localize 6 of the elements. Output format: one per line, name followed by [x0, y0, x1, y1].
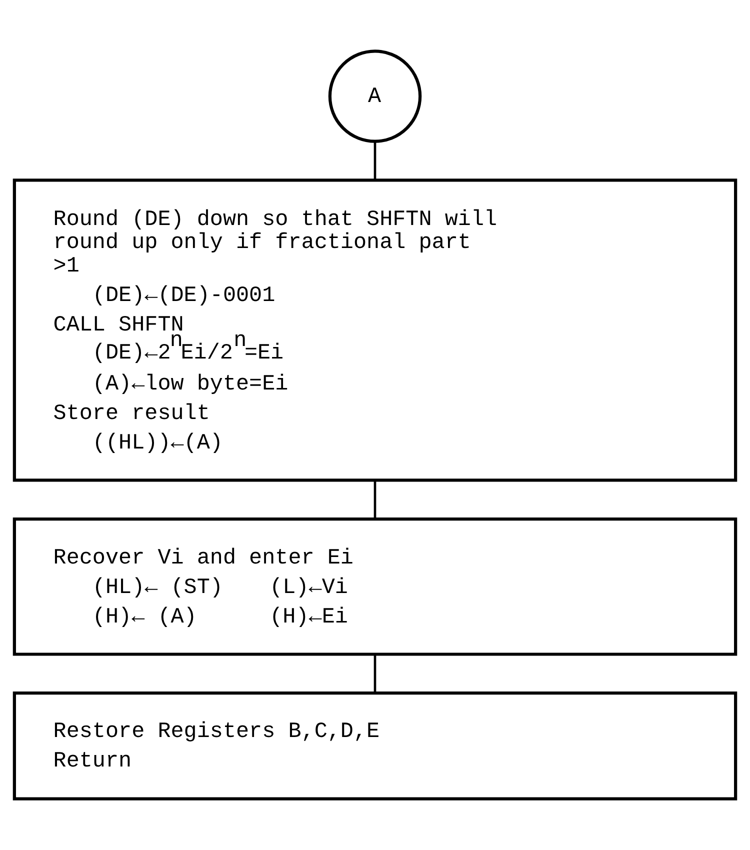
connector: [374, 142, 376, 180]
connector: [374, 480, 376, 520]
node-box: Restore Registers B,C,D,E Return: [12, 692, 738, 800]
connector: [374, 654, 376, 693]
node-circle: A: [328, 50, 422, 143]
node-box: Recover Vi and enter Ei (HL)← (ST) (L)←Vi (H)← (A) (H)←Ei: [12, 517, 738, 656]
